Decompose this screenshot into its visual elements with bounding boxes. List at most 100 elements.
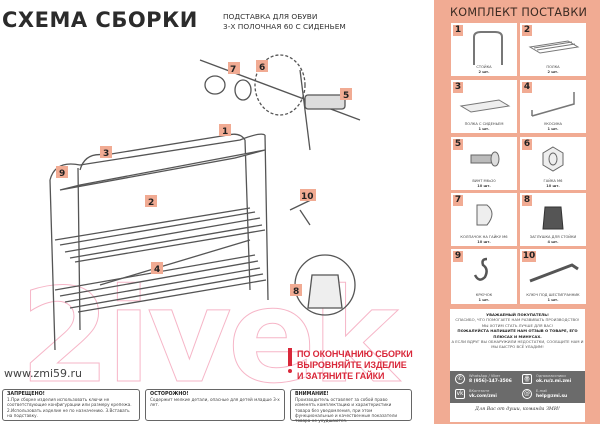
item-number: 10	[522, 251, 536, 262]
contact-label: E-mail	[536, 389, 548, 393]
subtitle-line: ПОДСТАВКА ДЛЯ ОБУВИ	[223, 12, 318, 21]
stand-icon	[473, 31, 503, 65]
item-quantity: 1 шт.	[478, 297, 490, 302]
item-quantity: 2 шт.	[547, 69, 559, 74]
contact-value: ok.ru/z.mi.zmi	[536, 379, 572, 384]
item-name: СТОЙКА	[476, 65, 492, 70]
item-number: 4	[522, 82, 532, 93]
warning-box-forbidden: ЗАПРЕЩЕНО!1.При сборке изделия использов…	[2, 389, 140, 421]
notice-line: ВЫРОВНЯЙТЕ ИЗДЕЛИЕ	[297, 360, 407, 370]
contact-label: WhatsApp / Viber	[469, 374, 501, 378]
warning-text: Содержит мелкие детали, опасные для дете…	[150, 397, 280, 408]
item-name: ВИНТ М6х20	[472, 179, 496, 184]
callout-label: 2	[148, 198, 154, 208]
contact-label: Одноклассники	[536, 374, 566, 378]
notice-line: ПО ОКОНЧАНИЮ СБОРКИ	[297, 349, 413, 359]
callout-label: 10	[301, 192, 314, 202]
contact-value: 8 (956)-147-3506	[469, 379, 512, 384]
item-number: 2	[522, 25, 532, 36]
screw-icon	[470, 151, 500, 167]
item-quantity: 10 шт.	[477, 183, 491, 188]
page-title: СХЕМА СБОРКИ	[2, 8, 198, 32]
item-quantity: 1 шт.	[547, 126, 559, 131]
contact-value: vk.com/zmi	[469, 394, 497, 399]
leg-cap-icon	[542, 206, 564, 230]
warning-text: 1.При сборке изделия использовать ключи …	[7, 397, 132, 418]
item-name: ЗАГЛУШКА ДЛЯ СТОЙКИ	[529, 235, 577, 240]
website-link[interactable]: www.zmi59.ru	[4, 367, 83, 380]
assembly-diagram: 7 6 1 3 9 2 4 5 10 8	[49, 54, 361, 350]
item-quantity: 2 шт.	[478, 69, 490, 74]
info-text: А ЕСЛИ ВДРУГ ВЫ ОБНАРУЖИЛИ НЕДОСТАТКИ, С…	[451, 339, 584, 350]
item-number: 6	[522, 139, 532, 150]
mail-icon: @	[522, 389, 532, 399]
info-text: МЫ ХОТИМ СТАТЬ ЛУЧШЕ ДЛЯ ВАС!	[481, 322, 554, 328]
warning-title: ЗАПРЕЩЕНО!	[7, 392, 45, 397]
nut-icon	[542, 146, 564, 172]
signature: Для Вас от души, команда ЗМИ!	[475, 407, 560, 412]
item-number: 1	[453, 25, 463, 36]
notice-line: И ЗАТЯНИТЕ ГАЙКИ	[297, 371, 385, 381]
item-name: КРЮЧОК	[475, 293, 493, 298]
info-heading: ПОЖАЛУЙСТА НАПИШИТЕ НАМ ОТЗЫВ О ТОВАРЕ, …	[457, 328, 578, 339]
seat-shelf-icon	[459, 99, 511, 113]
hook-icon	[473, 257, 488, 281]
warning-text: Производитель оставляет за собой право и…	[295, 397, 398, 424]
item-quantity: 4 шт.	[547, 239, 559, 244]
item-number: 5	[453, 139, 463, 150]
brace-icon	[531, 92, 575, 117]
info-text: СПАСИБО, ЧТО ПОМОГАЕТЕ НАМ РАЗВИВАТЬ ПРО…	[455, 317, 580, 323]
item-number: 3	[453, 82, 463, 93]
item-name: ПОЛКА	[546, 65, 560, 70]
item-name: КЛЮЧ ПОД ШЕСТИГРАННИК	[526, 293, 580, 298]
exclamation-icon	[288, 348, 292, 374]
customer-info-box: УВАЖАЕМЫЙ ПОКУПАТЕЛЬ! СПАСИБО, ЧТО ПОМОГ…	[450, 309, 585, 422]
warning-box-caution: ОСТОРОЖНО!Содержит мелкие детали, опасны…	[145, 389, 285, 421]
callout-label: 3	[103, 149, 109, 159]
subtitle-line: 3-Х ПОЛОЧНАЯ 60 С СИДЕНЬЕМ	[223, 22, 346, 31]
item-name: ПОЛКА С СИДЕНЬЕМ	[464, 122, 504, 127]
callout-label: 8	[293, 287, 299, 297]
callout-label: 1	[222, 127, 228, 137]
item-number: 8	[522, 195, 532, 206]
kit-title: КОМПЛЕКТ ПОСТАВКИ	[450, 6, 588, 19]
ok-icon: ꙮ	[522, 374, 532, 384]
item-quantity: 1 шт.	[547, 297, 559, 302]
phone-icon: ✆	[455, 374, 465, 384]
shelf-icon	[528, 40, 580, 54]
item-quantity: 10 шт.	[546, 183, 560, 188]
contact-label: ВКонтакте	[469, 389, 490, 393]
contact-value: help@zmi.su	[536, 394, 568, 399]
callout-label: 6	[259, 63, 265, 73]
callout-label: 5	[343, 91, 349, 101]
warning-title: ОСТОРОЖНО!	[150, 392, 189, 397]
vk-icon: vk	[455, 389, 465, 399]
item-quantity: 1 шт.	[478, 126, 490, 131]
warning-box-attention: ВНИМАНИЕ!Производитель оставляет за собо…	[290, 389, 412, 424]
item-number: 7	[453, 195, 463, 206]
item-number: 9	[453, 251, 463, 262]
callout-label: 9	[59, 169, 65, 179]
warning-title: ВНИМАНИЕ!	[295, 392, 329, 397]
callout-label: 7	[230, 65, 236, 75]
nut-cap-icon	[476, 204, 493, 226]
item-name: УКОСИНА	[544, 122, 562, 127]
item-quantity: 10 шт.	[477, 239, 491, 244]
info-heading: УВАЖАЕМЫЙ ПОКУПАТЕЛЬ!	[486, 312, 549, 317]
